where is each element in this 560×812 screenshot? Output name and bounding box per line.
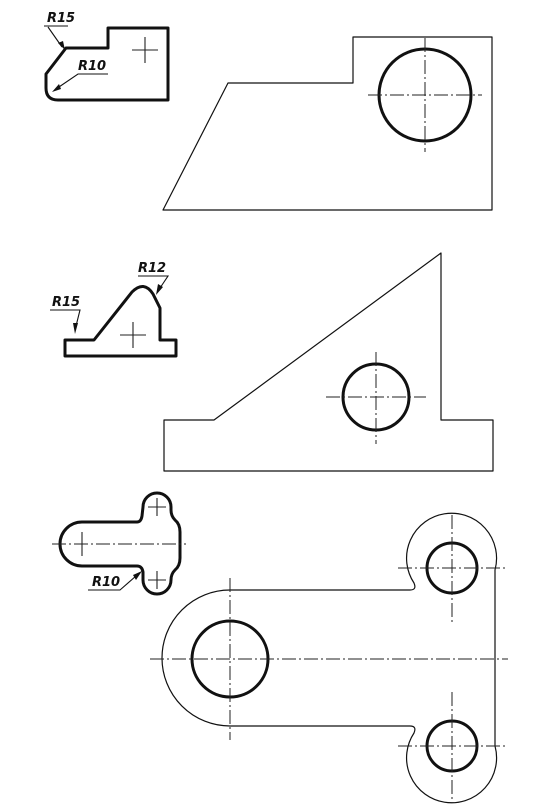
exercise-1: R15 R10 <box>44 11 493 211</box>
exercise-2-center-lines <box>326 352 426 444</box>
exercise-2: R12 R15 <box>50 252 494 472</box>
exercise-2-r15-leader <box>50 309 81 327</box>
exercise-3-sketch-outline <box>58 491 182 596</box>
exercise-1-r10-arrow <box>52 84 61 92</box>
exercise-2-figure <box>163 252 494 472</box>
exercise-3-outer-outline <box>161 512 498 804</box>
exercise-3-center-lines <box>150 515 508 800</box>
exercise-1-sketch-outline <box>44 26 170 102</box>
exercise-3-r10-label: R10 <box>92 575 120 590</box>
exercise-3-sketch-cross-bottom <box>148 571 166 589</box>
exercise-2-outline <box>163 252 494 472</box>
exercise-2-r12-leader <box>138 275 170 289</box>
exercise-1-r10-label: R10 <box>78 59 106 74</box>
exercise-1-r10-leader <box>55 73 108 90</box>
exercise-2-r12-label: R12 <box>138 261 166 276</box>
exercise-2-sketch-crosshair <box>120 322 146 348</box>
exercise-2-r15-label: R15 <box>52 295 80 310</box>
exercise-1-sketch: R15 R10 <box>44 11 170 102</box>
exercise-1-center-lines <box>368 38 482 152</box>
exercise-3-r10-arrow <box>133 571 142 580</box>
exercise-2-r15-arrow <box>73 323 78 334</box>
exercise-1-r15-label: R15 <box>47 11 75 26</box>
exercise-2-r12-arrow <box>156 284 163 295</box>
exercise-1-r15-arrow <box>58 41 65 50</box>
exercise-2-sketch: R12 R15 <box>50 261 178 358</box>
exercise-1-figure <box>162 36 493 211</box>
exercise-3-r10-leader <box>88 575 137 591</box>
exercise-3-sketch-cross-top <box>148 498 166 516</box>
exercise-2-sketch-outline <box>63 285 178 358</box>
exercise-1-sketch-crosshair <box>132 37 158 63</box>
exercise-1-outline <box>162 36 493 211</box>
exercise-1-r15-leader <box>44 25 68 48</box>
exercise-3-sketch: R10 <box>52 491 186 596</box>
exercise-3-figure <box>150 512 508 804</box>
exercise-3: R10 <box>52 491 508 804</box>
